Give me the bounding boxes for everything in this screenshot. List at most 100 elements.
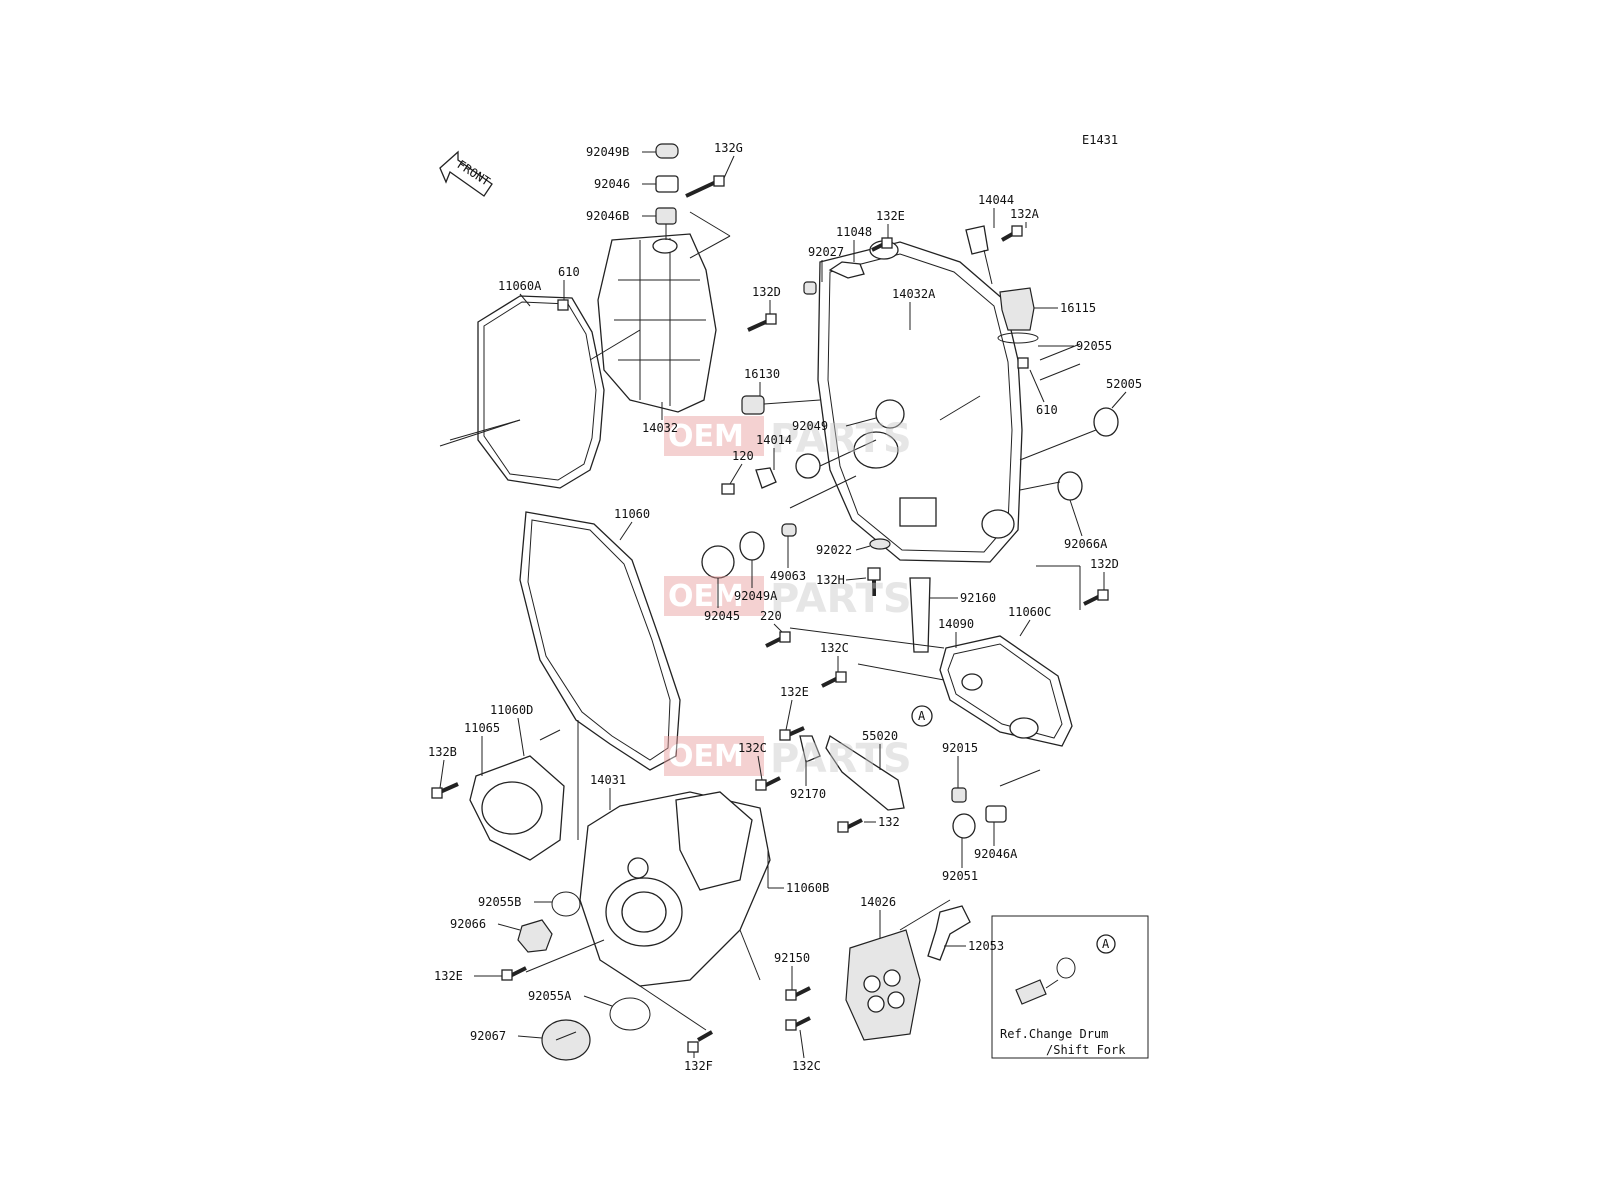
label-14044: 14044 — [978, 193, 1014, 207]
oil-filler-cap-16115 — [999, 287, 1035, 331]
bearing-92046B — [655, 207, 677, 225]
bolt-132E-mid — [779, 726, 805, 741]
label-132E-mid: 132E — [780, 685, 809, 699]
bolt-132C-c — [785, 1016, 811, 1031]
label-92066: 92066 — [450, 917, 486, 931]
label-55020: 55020 — [862, 729, 898, 743]
watermark-2: OEM PARTS — [664, 576, 912, 622]
label-11060D: 11060D — [490, 703, 533, 717]
label-14014: 14014 — [756, 433, 792, 447]
label-11065: 11065 — [464, 721, 500, 735]
label-16115: 16115 — [1060, 301, 1096, 315]
seal-92051 — [952, 813, 976, 839]
nut-92015 — [951, 787, 967, 803]
guide-12053 — [927, 905, 971, 961]
label-11060: 11060 — [614, 507, 650, 521]
label-16130: 16130 — [744, 367, 780, 381]
label-220: 220 — [760, 609, 782, 623]
svg-text:OEM: OEM — [668, 739, 744, 774]
bearing-92045 — [701, 545, 735, 579]
label-11060C: 11060C — [1008, 605, 1051, 619]
o-ring-92049 — [875, 399, 905, 429]
svg-text:PARTS: PARTS — [770, 576, 912, 622]
label-92015: 92015 — [942, 741, 978, 755]
bolt-132G — [685, 175, 725, 198]
svg-text:PARTS: PARTS — [770, 736, 912, 782]
bolt-92150 — [785, 986, 811, 1001]
bolt-132F — [687, 1030, 713, 1053]
callout-a-circle — [911, 705, 933, 727]
clutch-cover-gasket — [477, 295, 605, 489]
dowel-610-right — [1017, 357, 1029, 369]
label-92049A: 92049A — [734, 589, 778, 603]
o-ring-92055 — [997, 332, 1039, 344]
bolt-132A — [1001, 225, 1023, 242]
label-14032: 14032 — [642, 421, 678, 435]
label-92066A: 92066A — [1064, 537, 1108, 551]
label-92150: 92150 — [774, 951, 810, 965]
label-92046B: 92046B — [586, 209, 629, 223]
label-132D-top: 132D — [752, 285, 781, 299]
watermark-1: OEM PARTS — [664, 416, 912, 462]
label-132H: 132H — [816, 573, 845, 587]
cover-11060D-gasket — [469, 755, 565, 861]
front-arrow-icon: FRONT — [439, 150, 493, 197]
label-132E-top: 132E — [876, 209, 905, 223]
reference-box: A Ref.Change Drum /Shift Fork — [991, 915, 1149, 1059]
cap-14044 — [965, 225, 989, 255]
oil-seal-52005 — [1093, 407, 1119, 437]
callout-a-label: A — [918, 709, 926, 723]
oil-seal-92066A — [1057, 471, 1083, 501]
label-132C-a: 132C — [820, 641, 849, 655]
label-610b: 610 — [1036, 403, 1058, 417]
o-ring-92055A — [609, 997, 651, 1031]
bolt-132E-top — [871, 237, 893, 252]
label-610a: 610 — [558, 265, 580, 279]
plate-14014 — [755, 467, 777, 489]
label-92055B: 92055B — [478, 895, 521, 909]
pipe-92160 — [909, 577, 931, 653]
bolt-132H — [867, 567, 881, 596]
label-92067: 92067 — [470, 1029, 506, 1043]
needle-bearing-92046 — [655, 175, 679, 193]
label-92051: 92051 — [942, 869, 978, 883]
nut-92027 — [803, 281, 817, 295]
label-92055A: 92055A — [528, 989, 572, 1003]
bushing-49063 — [781, 523, 797, 537]
seal-92049B — [655, 143, 679, 159]
dowel-610 — [557, 299, 569, 311]
label-132A: 132A — [1010, 207, 1040, 221]
label-11060A: 11060A — [498, 279, 542, 293]
part-labels: 92049B 132G 92046 92046B 11060A 610 132D… — [428, 141, 1142, 1073]
diagram-code: E1431 — [1082, 133, 1118, 147]
svg-text:OEM: OEM — [668, 419, 744, 454]
bolt-132D-top — [747, 313, 777, 332]
label-92022: 92022 — [816, 543, 852, 557]
label-14032A: 14032A — [892, 287, 936, 301]
bolt-132D-right — [1083, 589, 1109, 606]
bolt-132B — [431, 782, 459, 799]
cover-gasket-11060 — [519, 511, 681, 771]
label-132E-bot: 132E — [434, 969, 463, 983]
clip-92170 — [799, 735, 821, 763]
label-132D-right: 132D — [1090, 557, 1119, 571]
ref-callout-a: A — [1102, 937, 1110, 951]
label-132C-b: 132C — [738, 741, 767, 755]
label-120: 120 — [732, 449, 754, 463]
label-11048: 11048 — [836, 225, 872, 239]
label-92160: 92160 — [960, 591, 996, 605]
label-92046: 92046 — [594, 177, 630, 191]
label-132B: 132B — [428, 745, 457, 759]
label-132F: 132F — [684, 1059, 713, 1073]
svg-text:PARTS: PARTS — [770, 416, 912, 462]
label-14090: 14090 — [938, 617, 974, 631]
bolt-220 — [765, 631, 791, 648]
o-ring-92055B — [551, 891, 581, 917]
sensor-16130 — [741, 395, 765, 415]
label-14026: 14026 — [860, 895, 896, 909]
bearing-92046A — [985, 805, 1007, 823]
label-132G: 132G — [714, 141, 743, 155]
label-11060B: 11060B — [786, 881, 829, 895]
bolt-132E-bot — [501, 966, 527, 981]
